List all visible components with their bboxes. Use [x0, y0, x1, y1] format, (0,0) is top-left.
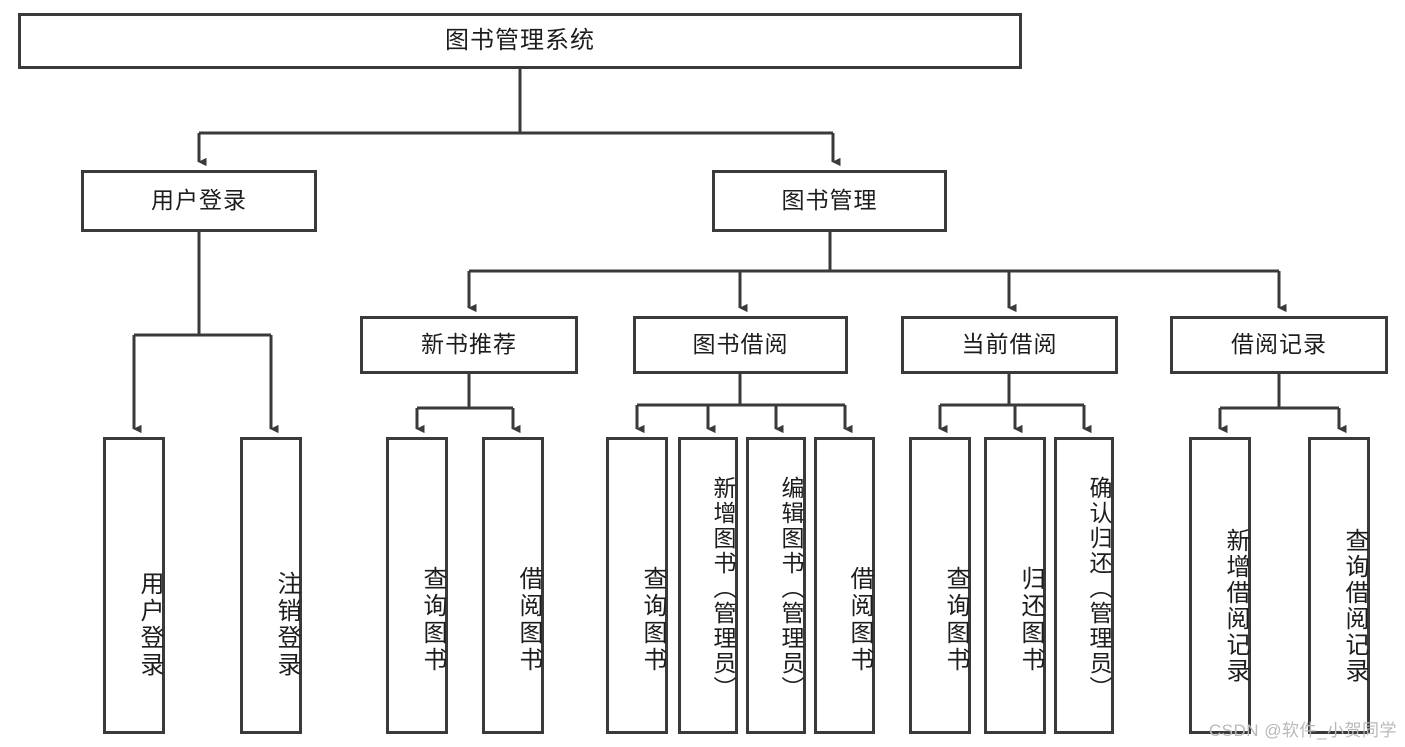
node-label: 编辑图书（管理员） — [778, 476, 804, 701]
node-label: 图书管理系统 — [445, 26, 595, 54]
csdn-watermark: CSDN @软件_小贺同学 — [1208, 721, 1397, 740]
node-label: 当前借阅 — [961, 331, 1058, 358]
leaf-query-borrow-record[interactable]: 查询借阅记录 — [1308, 437, 1370, 734]
node-book-manage[interactable]: 图书管理 — [712, 170, 947, 232]
node-label: 查询图书 — [419, 565, 446, 674]
node-label: 用户登录 — [151, 187, 247, 214]
leaf-add-borrow-record[interactable]: 新增借阅记录 — [1189, 437, 1251, 734]
node-book-borrow[interactable]: 图书借阅 — [633, 316, 848, 374]
leaf-user-logout[interactable]: 注销登录 — [240, 437, 302, 734]
node-label: 借阅图书 — [846, 565, 873, 674]
leaf-confirm-return[interactable]: 确认归还（管理员） — [1054, 437, 1114, 734]
node-label: 确认归还（管理员） — [1086, 476, 1112, 701]
node-label: 用户登录 — [136, 570, 163, 679]
node-current-borrow[interactable]: 当前借阅 — [901, 316, 1118, 374]
leaf-query-book-current[interactable]: 查询图书 — [909, 437, 971, 734]
leaf-return-book[interactable]: 归还图书 — [984, 437, 1046, 734]
node-label: 图书管理 — [781, 187, 878, 214]
node-label: 图书借阅 — [692, 331, 789, 358]
leaf-query-book-borrow[interactable]: 查询图书 — [606, 437, 668, 734]
leaf-borrow-book-recommend[interactable]: 借阅图书 — [482, 437, 544, 734]
node-label: 查询图书 — [639, 565, 666, 674]
leaf-edit-book[interactable]: 编辑图书（管理员） — [746, 437, 806, 734]
node-label: 新增图书（管理员） — [710, 476, 736, 701]
node-label: 查询图书 — [942, 565, 969, 674]
node-label: 借阅记录 — [1231, 331, 1327, 358]
node-user-login[interactable]: 用户登录 — [81, 170, 317, 232]
node-label: 查询借阅记录 — [1341, 527, 1368, 684]
node-label: 注销登录 — [273, 570, 300, 679]
leaf-add-book[interactable]: 新增图书（管理员） — [678, 437, 738, 734]
leaf-borrow-book-borrow[interactable]: 借阅图书 — [814, 437, 875, 734]
node-label: 借阅图书 — [515, 565, 542, 674]
node-label: 新书推荐 — [421, 331, 517, 358]
node-label: 归还图书 — [1017, 565, 1044, 674]
node-root-system[interactable]: 图书管理系统 — [18, 13, 1022, 69]
leaf-user-login[interactable]: 用户登录 — [103, 437, 165, 734]
node-label: 新增借阅记录 — [1222, 527, 1249, 684]
leaf-query-book-recommend[interactable]: 查询图书 — [386, 437, 448, 734]
node-new-book-recommend[interactable]: 新书推荐 — [360, 316, 578, 374]
node-borrow-record[interactable]: 借阅记录 — [1170, 316, 1388, 374]
